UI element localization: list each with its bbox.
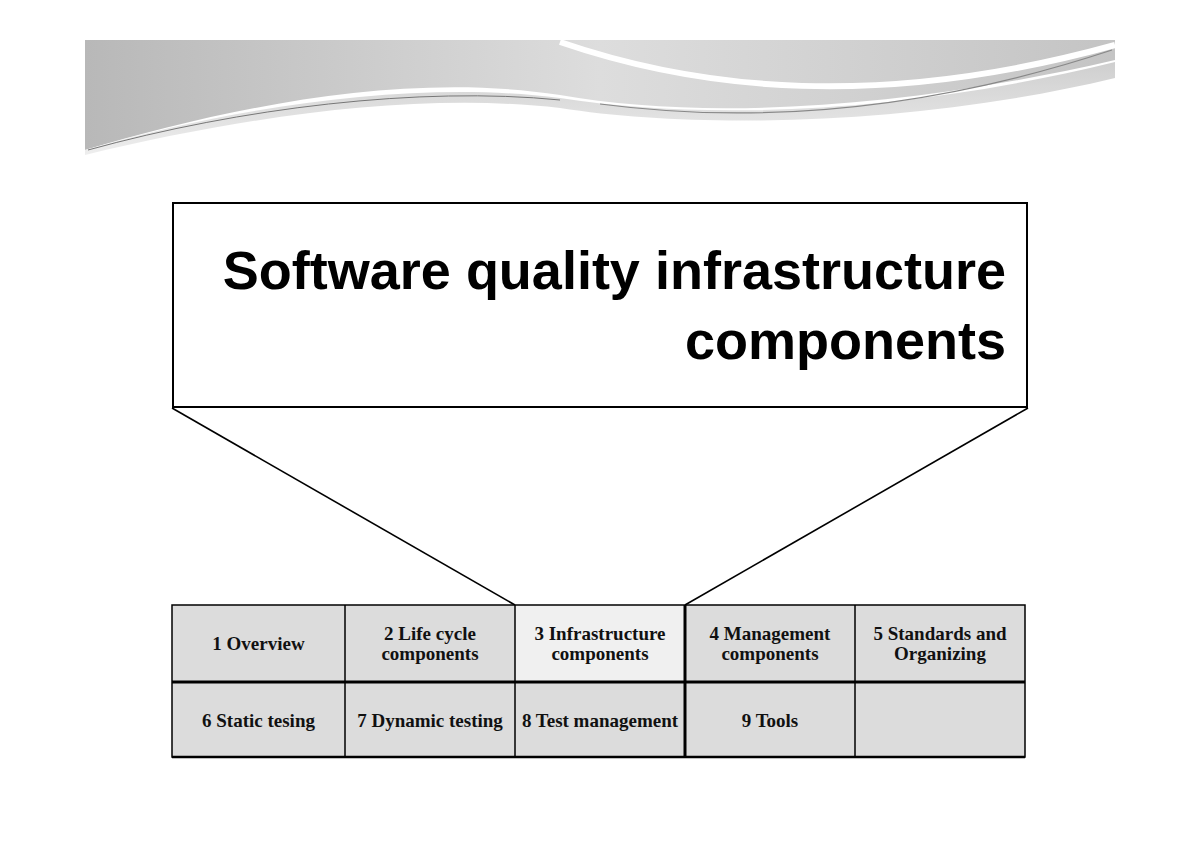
table-cell-text: 4 Management components — [685, 605, 855, 682]
table-cell-text: 1 Overview — [172, 605, 345, 682]
table-cell-text: 9 Tools — [685, 682, 855, 759]
table-cell-text: 2 Life cycle components — [345, 605, 515, 682]
zoom-lines — [172, 408, 1028, 605]
header-swoosh — [85, 40, 1115, 155]
title-box: Software quality infrastructure componen… — [172, 202, 1028, 408]
table-cell-text: 5 Standards and Organizing — [855, 605, 1025, 682]
table-cell-text: 3 Infrastructure components — [515, 605, 685, 682]
table-cell-text: 7 Dynamic testing — [345, 682, 515, 759]
table-cell-text: 8 Test management — [515, 682, 685, 759]
title-text: Software quality infrastructure componen… — [194, 235, 1006, 375]
table-cell-text: 6 Static tesing — [172, 682, 345, 759]
table-grid — [172, 605, 1025, 757]
